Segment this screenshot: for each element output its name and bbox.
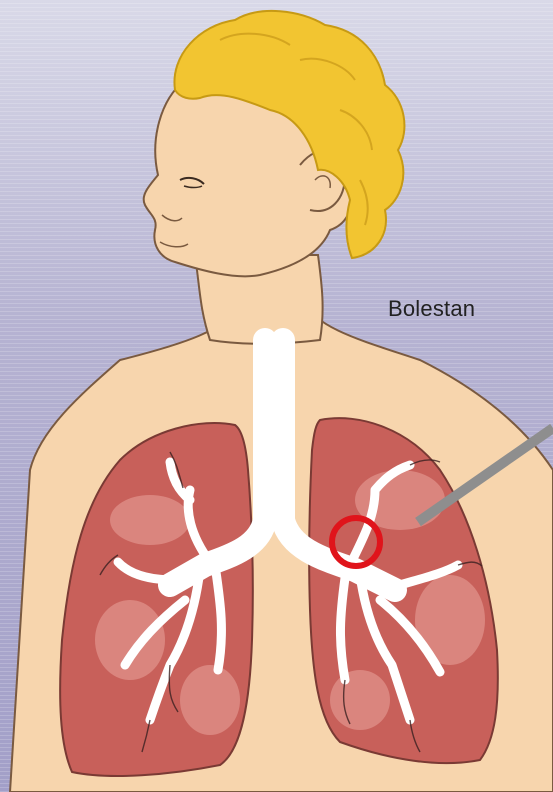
diagram-label: Bolestan bbox=[388, 296, 475, 322]
